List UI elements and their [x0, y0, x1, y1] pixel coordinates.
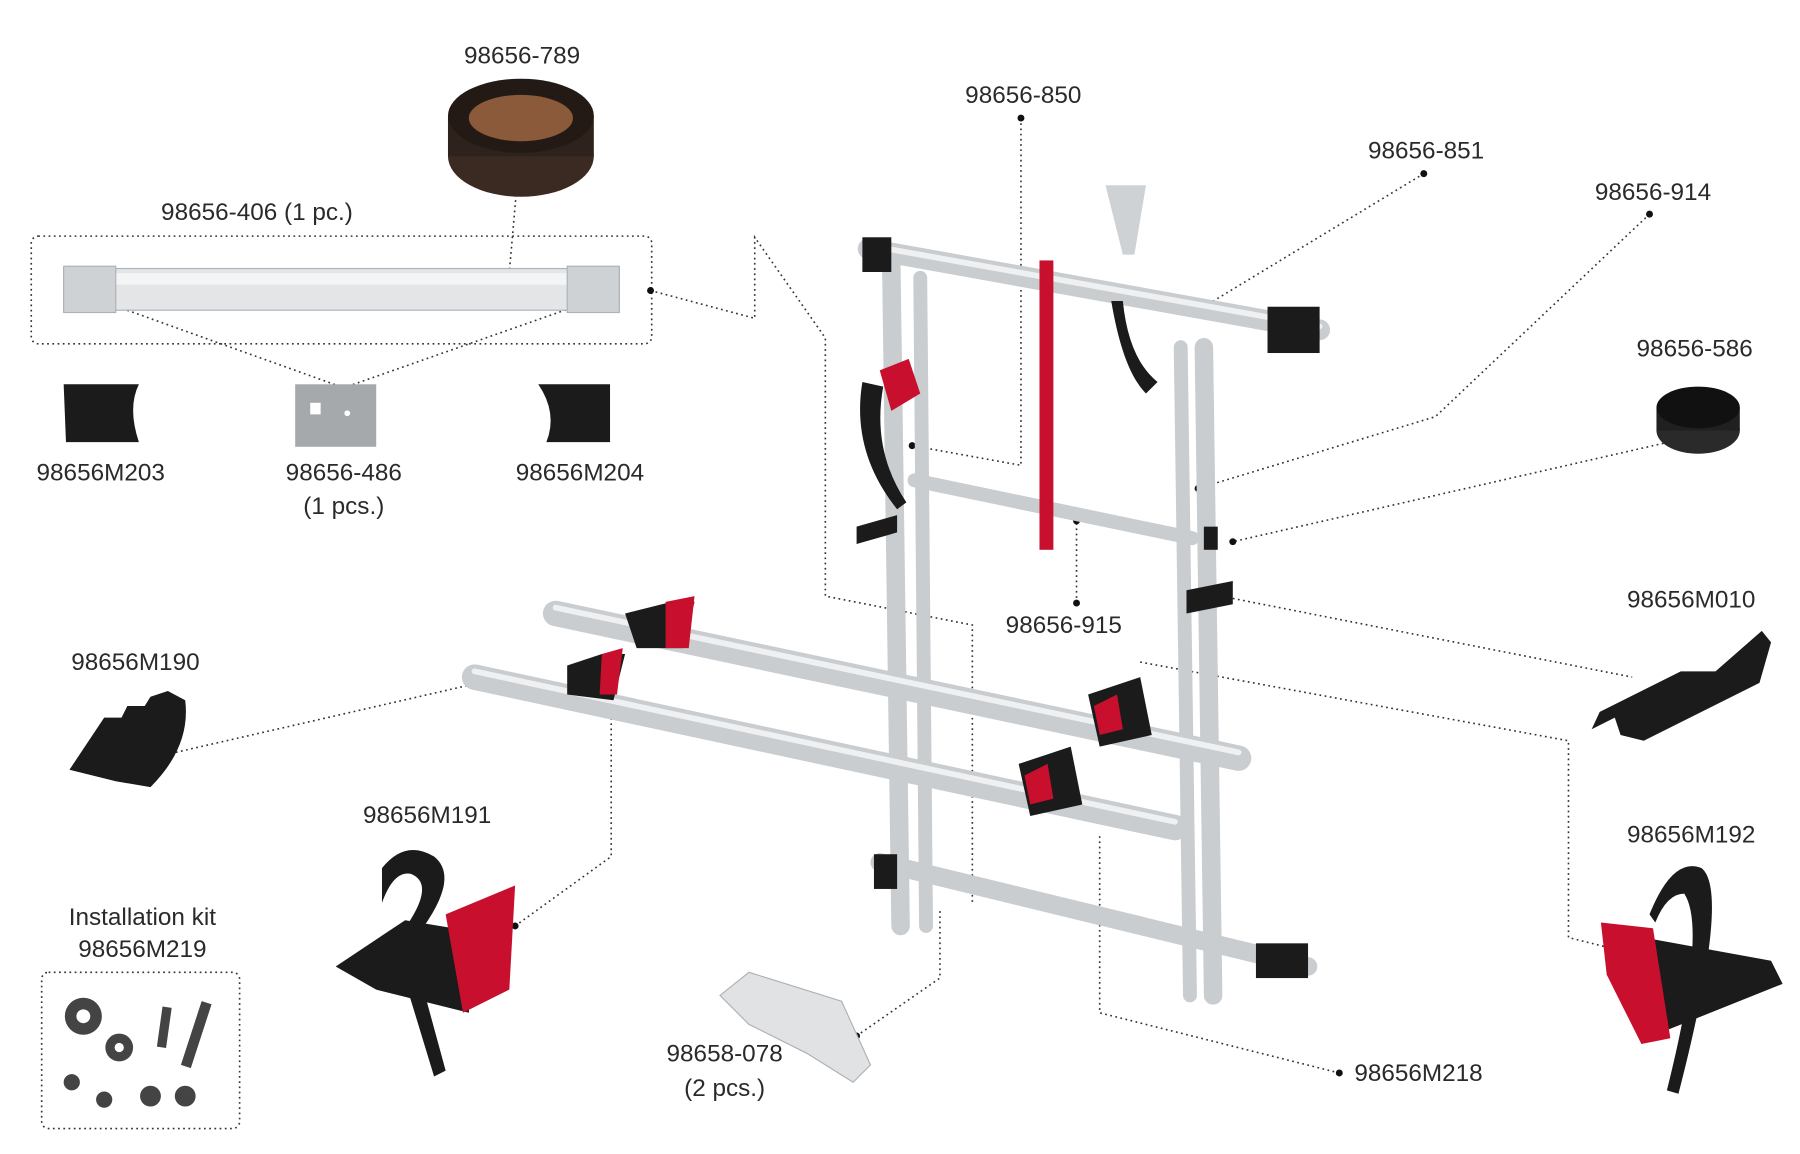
label-98656-486-qty: (1 pcs.): [303, 493, 384, 520]
mounting-rail-part-icon[interactable]: [63, 265, 620, 314]
rubber-strap-part-icon[interactable]: [447, 78, 594, 197]
label-98656-406: 98656-406 (1 pc.): [161, 199, 353, 226]
rail-group-box: [30, 235, 653, 345]
nut-icon: [140, 1085, 161, 1107]
nut-icon: [174, 1085, 196, 1107]
part-labels: 98656-789 98656-406 (1 pc.) 98656M203 98…: [37, 43, 1756, 1102]
slide-plate-part-icon[interactable]: [295, 384, 377, 447]
installation-kit-icons: [63, 997, 212, 1108]
rubber-foot-part-icon[interactable]: [1656, 386, 1740, 454]
label-98656M190: 98656M190: [71, 649, 199, 676]
label-98656M204: 98656M204: [516, 459, 644, 486]
label-98658-078-qty: (2 pcs.): [684, 1075, 765, 1102]
label-98658-078: 98658-078: [667, 1040, 783, 1067]
label-98656M191: 98656M191: [363, 802, 491, 829]
end-cap-right-part-icon[interactable]: [538, 384, 611, 443]
label-98656-915: 98656-915: [1006, 612, 1122, 639]
label-98656-486: 98656-486: [286, 459, 402, 486]
label-98656-586: 98656-586: [1637, 336, 1753, 363]
chain-link-icon: [63, 1074, 80, 1091]
label-installation-kit: Installation kit: [69, 904, 216, 931]
label-98656M218: 98656M218: [1354, 1060, 1482, 1087]
screw-icon: [180, 1001, 212, 1069]
bracket-part-icon[interactable]: [719, 971, 872, 1083]
wheel-support-part-icon[interactable]: [69, 691, 186, 788]
label-98656-789: 98656-789: [464, 43, 580, 70]
end-cap-left-part-icon[interactable]: [63, 384, 139, 443]
label-98656M192: 98656M192: [1627, 822, 1755, 849]
wheel-cradle-right-part-icon[interactable]: [1600, 866, 1783, 1094]
kit-group-box: [40, 971, 241, 1130]
label-98656M203: 98656M203: [37, 459, 165, 486]
label-98656M010: 98656M010: [1627, 587, 1755, 614]
label-98656-914: 98656-914: [1595, 179, 1711, 206]
label-98656-851: 98656-851: [1368, 138, 1484, 165]
wheel-holder-part-icon[interactable]: [1591, 630, 1772, 741]
bike-rack-assembly: [461, 185, 1331, 1005]
wheel-cradle-left-part-icon[interactable]: [335, 850, 516, 1077]
screw-icon: [156, 1006, 172, 1048]
label-98656-850: 98656-850: [965, 82, 1081, 109]
label-98656M219: 98656M219: [78, 936, 206, 963]
